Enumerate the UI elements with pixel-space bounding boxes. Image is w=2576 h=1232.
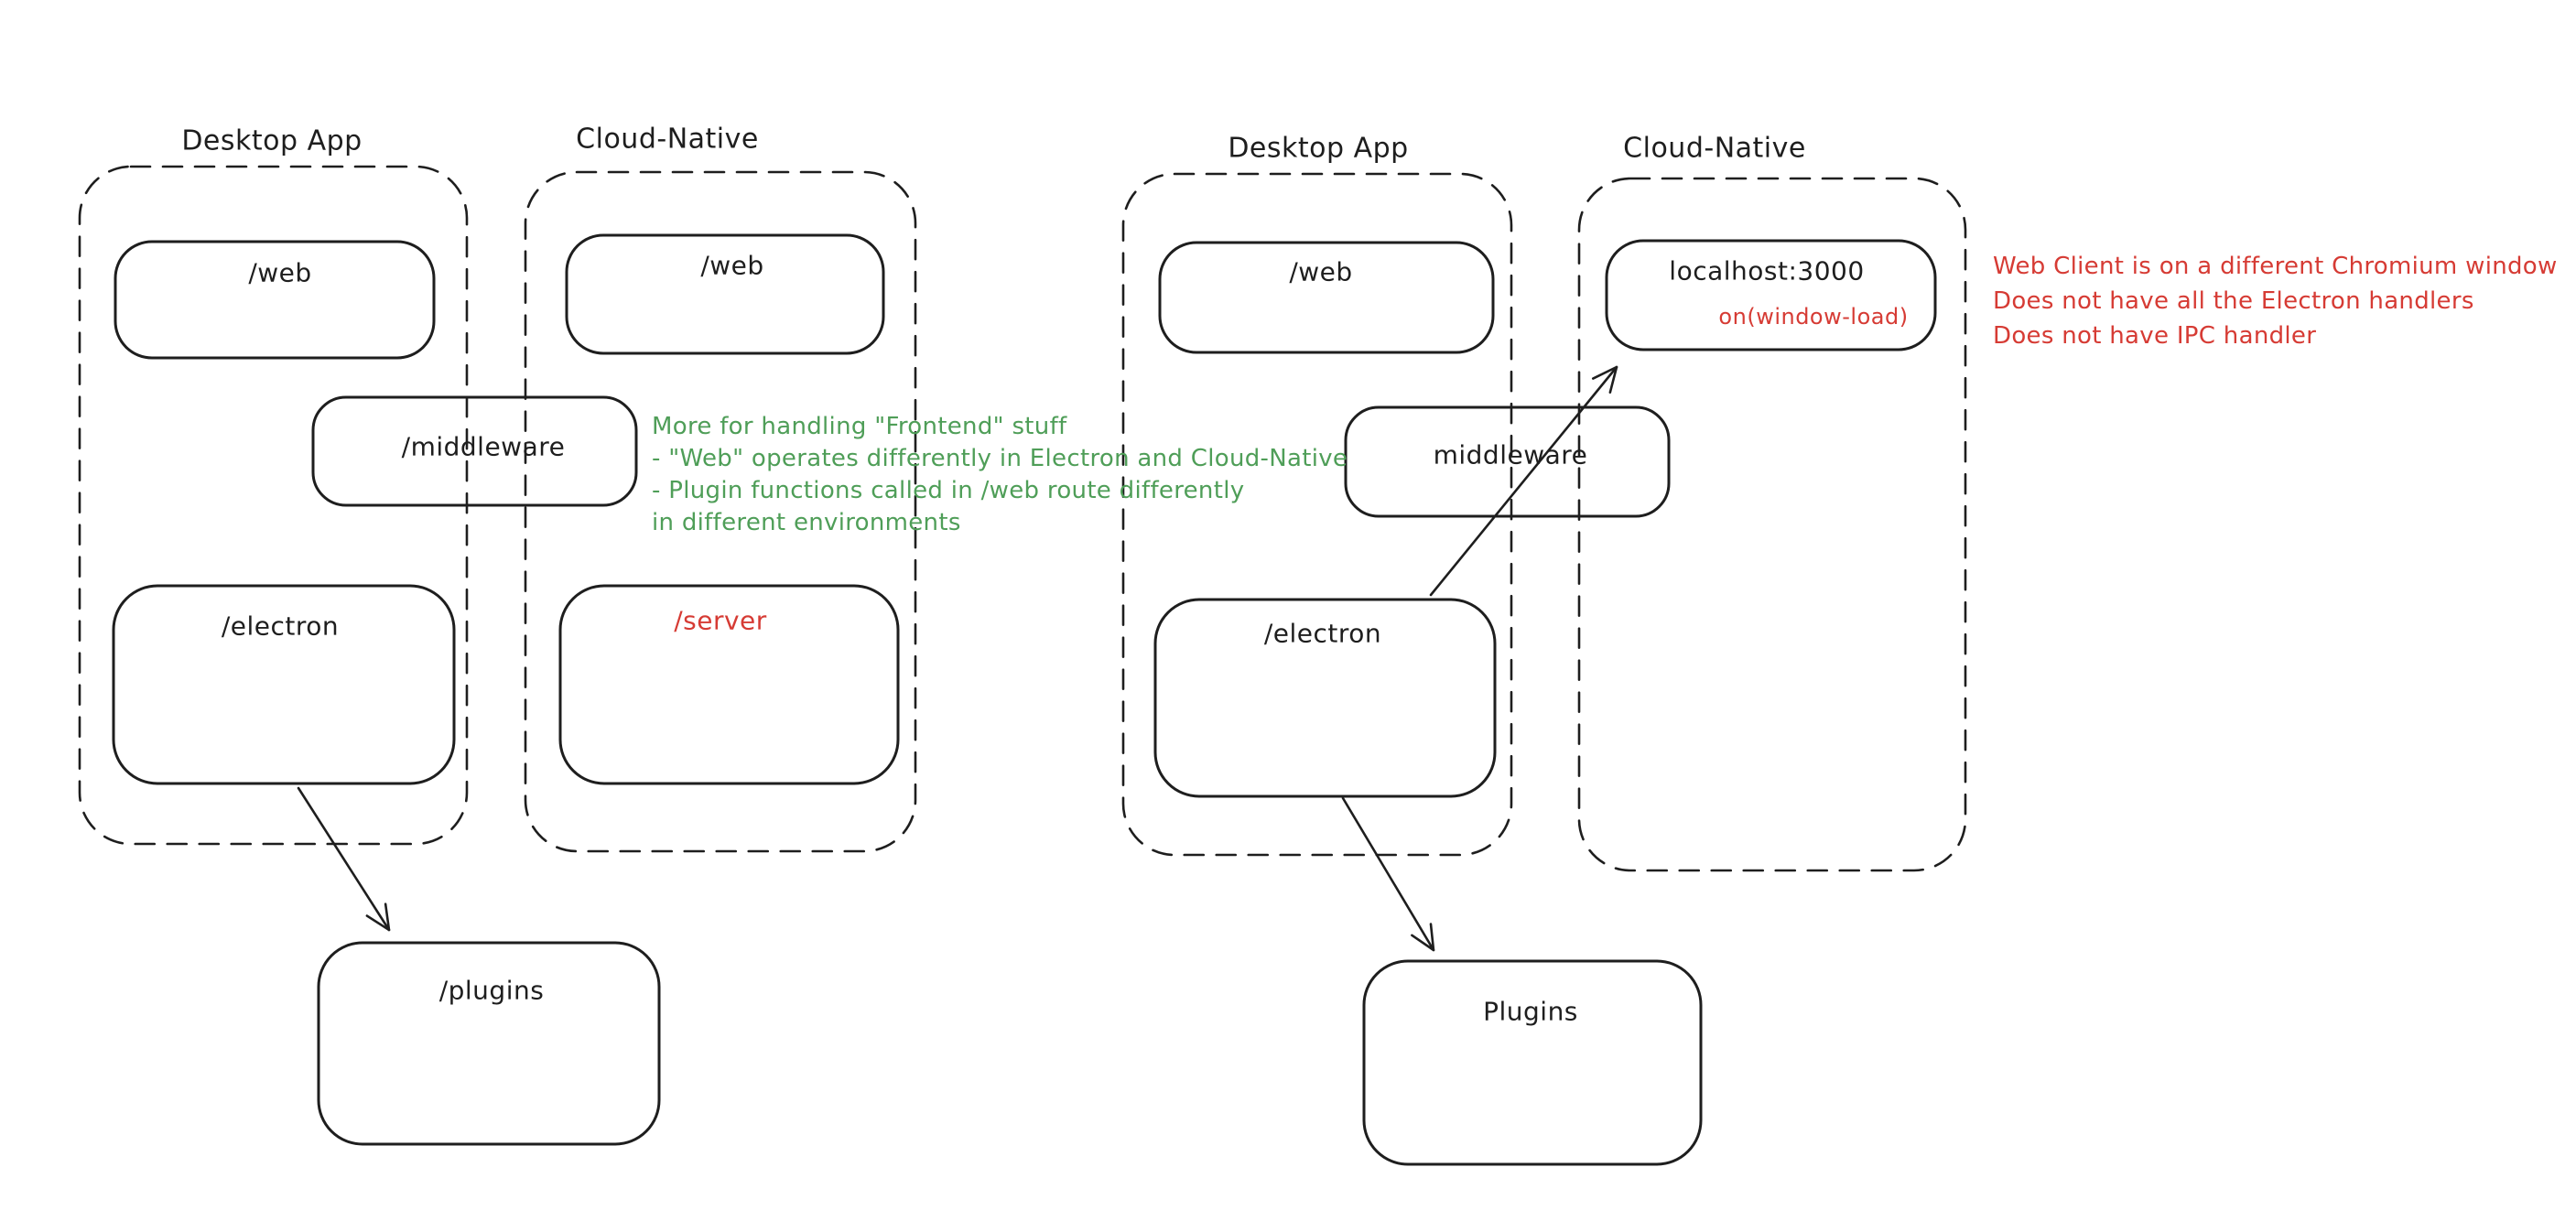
- left-desktop-app-title[interactable]: Desktop App: [181, 124, 363, 157]
- left-web-label[interactable]: /web: [248, 257, 312, 288]
- arrow-right-electron-to-localhost[interactable]: [1429, 365, 1618, 597]
- left-electron-label[interactable]: /electron: [221, 611, 340, 642]
- left-plugins-label[interactable]: /plugins: [438, 975, 545, 1006]
- green-annotation-note[interactable]: More for handling "Frontend" stuff - "We…: [652, 411, 1348, 539]
- left-cloud-web-label[interactable]: /web: [700, 250, 764, 281]
- right-plugins-box[interactable]: [1362, 959, 1703, 1166]
- arrow-right-electron-to-plugins[interactable]: [1341, 796, 1435, 952]
- green-note-line: - Plugin functions called in /web route …: [652, 477, 1245, 504]
- right-middleware-label[interactable]: middleware: [1433, 439, 1588, 470]
- arrow-left-electron-to-plugins[interactable]: [297, 786, 391, 932]
- window-load-label[interactable]: on(window-load): [1718, 304, 1909, 330]
- right-cloud-native-title[interactable]: Cloud-Native: [1623, 132, 1806, 165]
- localhost-box[interactable]: [1605, 239, 1937, 351]
- red-note-line: Web Client is on a different Chromium wi…: [1993, 253, 2558, 280]
- right-electron-box[interactable]: [1153, 598, 1497, 798]
- green-note-line: - "Web" operates differently in Electron…: [652, 445, 1348, 472]
- left-cloud-native-container[interactable]: [524, 170, 917, 853]
- green-note-line: More for handling "Frontend" stuff: [652, 413, 1067, 440]
- left-middleware-label[interactable]: /middleware: [401, 431, 566, 462]
- left-middleware-box[interactable]: [311, 395, 638, 507]
- red-note-line: Does not have all the Electron handlers: [1993, 287, 2474, 315]
- left-server-box[interactable]: [558, 584, 900, 785]
- left-plugins-box[interactable]: [317, 941, 661, 1146]
- left-web-box[interactable]: [114, 240, 436, 360]
- right-plugins-label[interactable]: Plugins: [1483, 996, 1578, 1027]
- red-note-line: Does not have IPC handler: [1993, 322, 2317, 350]
- right-desktop-app-title[interactable]: Desktop App: [1228, 132, 1409, 165]
- right-cloud-native-container[interactable]: [1577, 177, 1967, 872]
- right-desktop-app-container[interactable]: [1121, 172, 1513, 857]
- left-server-label[interactable]: /server: [674, 605, 767, 636]
- red-annotation-note[interactable]: Web Client is on a different Chromium wi…: [1993, 249, 2558, 353]
- right-electron-label[interactable]: /electron: [1263, 618, 1382, 649]
- right-web-label[interactable]: /web: [1289, 256, 1353, 287]
- right-web-box[interactable]: [1158, 241, 1495, 354]
- right-middleware-box[interactable]: [1344, 405, 1671, 518]
- left-electron-box[interactable]: [112, 584, 456, 785]
- left-cloud-native-title[interactable]: Cloud-Native: [576, 123, 759, 156]
- green-note-line: in different environments: [652, 509, 961, 536]
- left-cloud-web-box[interactable]: [565, 233, 885, 355]
- localhost-label[interactable]: localhost:3000: [1669, 255, 1865, 286]
